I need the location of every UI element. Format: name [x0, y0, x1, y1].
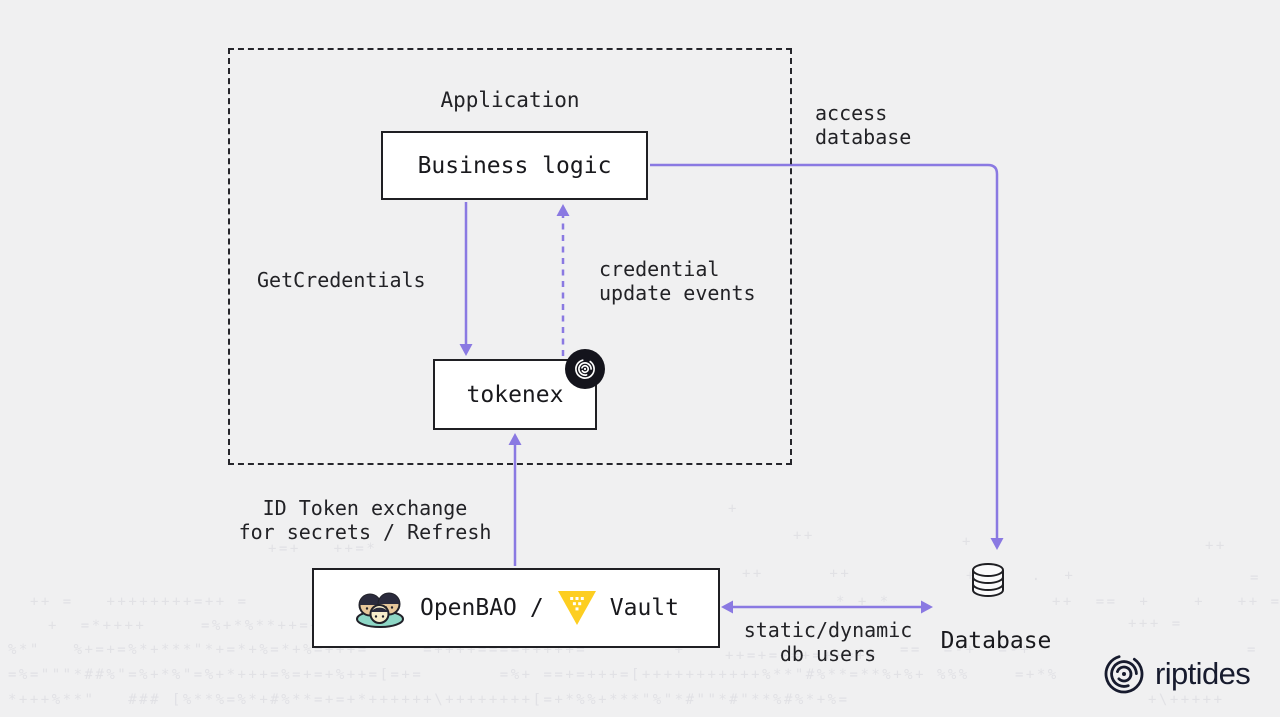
ascii-row: *+++%**" ### [%**%=%*+#%**=+=+*++++++\++…	[8, 692, 850, 708]
edge-label-access-database: access database	[815, 101, 911, 149]
ascii-row: ++ == + + ++ =	[1052, 594, 1280, 610]
ascii-row: +	[728, 501, 739, 517]
ascii-row: == =-+ =-+	[900, 642, 1032, 658]
access-database-line1: access	[815, 101, 888, 125]
token-exchange-line1: ID Token exchange	[262, 496, 468, 520]
vault-label: Vault	[609, 595, 680, 621]
ascii-row: + =*++++ =%+*%**++=+	[48, 618, 322, 634]
db-users-line2: db users	[779, 642, 877, 666]
database-icon	[971, 562, 1005, 602]
ascii-row: ++ ++	[742, 566, 852, 582]
edge-label-get-credentials: GetCredentials	[257, 268, 426, 292]
database-label: Database	[940, 628, 1052, 654]
riptides-logo: riptides	[1101, 651, 1251, 697]
ascii-row: =%="""*##%"=%+*%"=%+*+++=%=+=+%++=[=+= =…	[8, 667, 970, 683]
business-logic-label: Business logic	[417, 152, 612, 179]
fingerprint-spiral-icon	[575, 359, 595, 379]
node-openbao-vault[interactable]: OpenBAO / Vault	[312, 568, 720, 648]
token-exchange-line2: for secrets / Refresh	[238, 520, 492, 544]
openbao-vault-separator: /	[529, 595, 544, 621]
arrowhead-up-credential-updates	[556, 204, 570, 216]
ascii-row: =+*%	[1015, 667, 1059, 683]
ascii-row: +	[962, 534, 973, 550]
database-cylinder-icon	[972, 563, 1004, 597]
riptides-badge-icon	[565, 349, 605, 389]
edge-label-credential-updates: credential update events	[599, 257, 756, 305]
application-label: Application	[440, 88, 580, 112]
riptides-mark-icon	[1104, 654, 1144, 694]
edge-label-token-exchange: ID Token exchange for secrets / Refresh	[232, 496, 498, 544]
credential-updates-line1: credential	[599, 257, 720, 281]
arrowhead-down-access-database	[990, 538, 1004, 550]
openbao-label: OpenBAO	[419, 595, 517, 621]
arrowhead-down-get-credentials	[459, 344, 473, 356]
access-database-line2: database	[815, 125, 912, 149]
ascii-row: ++=+=+=+=++=+=	[725, 648, 879, 664]
arrowhead-up-token-exchange	[508, 433, 522, 445]
riptides-wordmark: riptides	[1155, 656, 1251, 691]
application-boundary: Application	[228, 48, 792, 465]
ascii-row: =	[1250, 570, 1261, 586]
openbao-vault-content: OpenBAO / Vault	[353, 587, 679, 629]
ascii-row: ++	[793, 528, 815, 544]
ascii-row: ++	[1205, 538, 1227, 554]
db-users-line1: static/dynamic	[743, 618, 913, 642]
openbao-buns-icon	[355, 592, 404, 628]
arrowhead-left-db-users	[721, 600, 733, 614]
node-tokenex[interactable]: tokenex	[433, 359, 597, 430]
ascii-row: =	[1247, 642, 1258, 658]
ascii-row: +\+++++	[1148, 692, 1225, 708]
credential-updates-line2: update events	[599, 281, 756, 305]
ascii-row: +=+ ++=*	[268, 541, 378, 557]
vault-triangle-icon	[557, 591, 596, 625]
node-business-logic[interactable]: Business logic	[381, 131, 648, 200]
ascii-row: +++ =	[1128, 616, 1183, 632]
ascii-row: ++ = ++++++++=++ =	[30, 594, 249, 610]
ascii-row: * + *	[836, 594, 891, 610]
arrowhead-right-db-users	[921, 600, 933, 614]
tokenex-label: tokenex	[466, 381, 564, 408]
edge-label-db-users: static/dynamic db users	[740, 618, 916, 666]
edge-access-database-line	[650, 163, 999, 540]
